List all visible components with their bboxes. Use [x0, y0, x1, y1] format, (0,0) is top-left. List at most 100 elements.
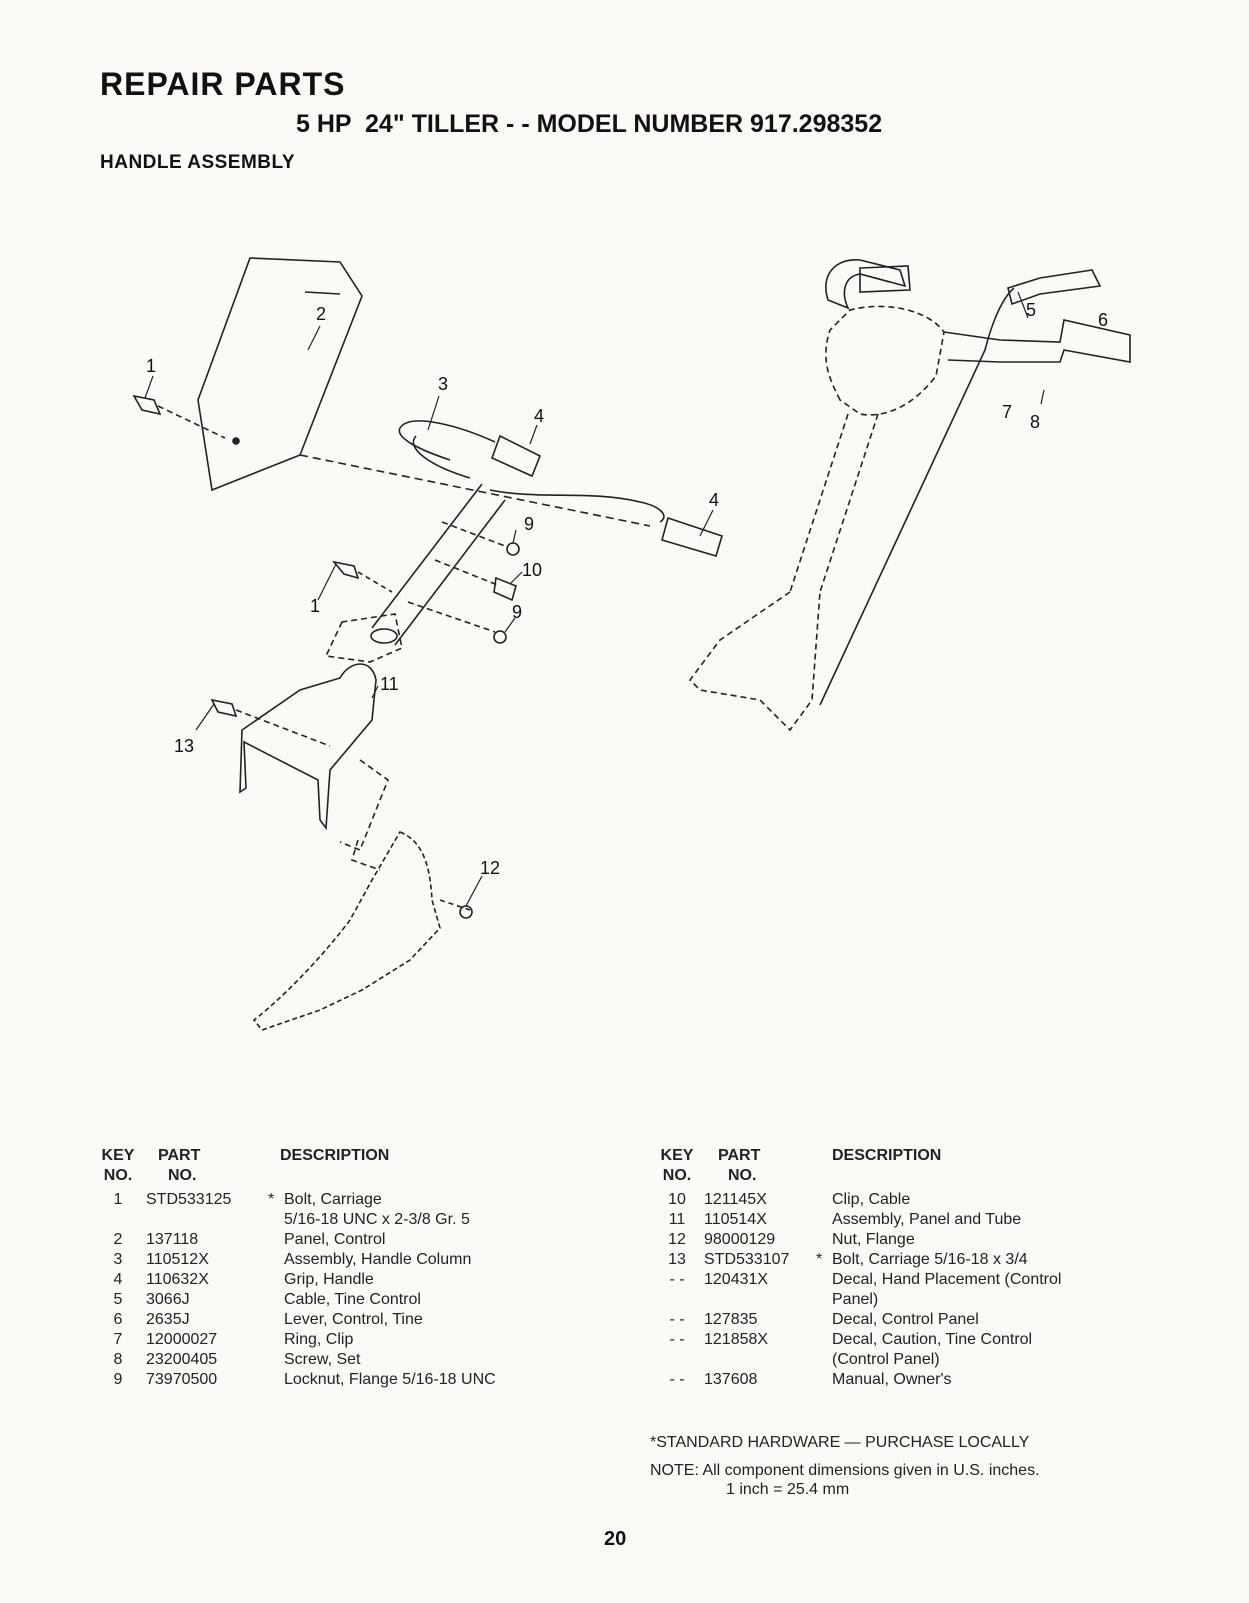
description-cell: Locknut, Flange 5/16-18 UNC — [284, 1371, 496, 1388]
table-row: 3 110512X Assembly, Handle Column — [100, 1250, 570, 1270]
table-row: (Control Panel) — [660, 1350, 1160, 1370]
table-row: - - 137608 Manual, Owner's — [660, 1370, 1160, 1390]
part-number-cell: 98000129 — [704, 1231, 776, 1248]
key-header-no: NO. — [103, 1167, 133, 1184]
table-row: 5/16-18 UNC x 2-3/8 Gr. 5 — [100, 1210, 570, 1230]
description-cell: Grip, Handle — [284, 1271, 374, 1288]
callout-4b: 4 — [709, 490, 719, 510]
dimension-note: NOTE: All component dimensions given in … — [650, 1462, 1040, 1480]
callout-12: 12 — [480, 858, 500, 878]
table-row: 6 2635J Lever, Control, Tine — [100, 1310, 570, 1330]
part-header: PART — [158, 1147, 201, 1164]
description-cell: Manual, Owner's — [832, 1371, 952, 1388]
callout-1: 1 — [146, 356, 156, 376]
page-number: 20 — [604, 1528, 627, 1550]
key-cell: - - — [669, 1271, 685, 1288]
table-row: 13 STD533107 * Bolt, Carriage 5/16-18 x 3/4 — [660, 1250, 1160, 1270]
description-cell: Assembly, Handle Column — [284, 1251, 472, 1268]
key-header-no: NO. — [662, 1167, 692, 1184]
description-cell: Ring, Clip — [284, 1331, 354, 1348]
key-cell: 8 — [113, 1351, 123, 1368]
part-number-cell: STD533107 — [704, 1251, 790, 1268]
parts-diagram-svg: 2 1 3 4 4 9 10 1 9 11 13 12 5 6 7 8 — [132, 257, 1131, 1031]
table-header-row: NO. NO. — [100, 1166, 570, 1186]
description-cell: Panel, Control — [284, 1231, 386, 1248]
key-cell: - - — [669, 1311, 685, 1328]
callout-11: 11 — [380, 674, 399, 694]
page-title: REPAIR PARTS — [100, 66, 346, 102]
key-cell: - - — [669, 1371, 685, 1388]
description-cell: Lever, Control, Tine — [284, 1311, 423, 1328]
description-cell: Decal, Hand Placement (Control — [832, 1271, 1062, 1288]
panel-and-tube-drawing — [239, 663, 377, 831]
key-header: KEY — [101, 1147, 135, 1164]
callout-2: 2 — [316, 304, 326, 324]
part-number-cell: 137608 — [704, 1371, 758, 1388]
table-header-row: NO. NO. — [660, 1166, 1160, 1186]
key-cell: 3 — [113, 1251, 123, 1268]
standard-hardware-note: *STANDARD HARDWARE — PURCHASE LOCALLY — [650, 1434, 1030, 1451]
note-label: NOTE: — [650, 1462, 699, 1479]
part-number-cell: STD533125 — [146, 1191, 232, 1208]
description-cell: Decal, Caution, Tine Control — [832, 1331, 1033, 1348]
part-number-cell: 110512X — [146, 1251, 209, 1268]
control-panel-drawing — [197, 257, 363, 492]
callout-4: 4 — [534, 406, 544, 426]
grip-lower-drawing — [661, 516, 723, 557]
model-subtitle: 5 HP 24" TILLER - - MODEL NUMBER 917.298… — [296, 110, 883, 138]
description-cell: Bolt, Carriage 5/16-18 x 3/4 — [832, 1251, 1028, 1268]
key-cell: 10 — [668, 1191, 686, 1208]
part-number-cell: 110514X — [704, 1211, 767, 1228]
description-header: DESCRIPTION — [280, 1147, 390, 1164]
part-number-cell: 23200405 — [146, 1351, 218, 1368]
key-cell: 6 — [113, 1311, 123, 1328]
description-cell: Assembly, Panel and Tube — [832, 1211, 1022, 1228]
callout-10: 10 — [522, 560, 542, 580]
callout-6: 6 — [1098, 310, 1108, 330]
table-header-row: KEY PART DESCRIPTION — [100, 1146, 570, 1166]
description-cell: Clip, Cable — [832, 1191, 911, 1208]
callout-3: 3 — [438, 374, 448, 394]
exploded-parts-diagram: 2 1 3 4 4 9 10 1 9 11 13 12 5 6 7 8 — [0, 200, 1249, 1120]
section-heading: HANDLE ASSEMBLY — [100, 152, 296, 173]
standard-hardware-mark: * — [268, 1191, 275, 1208]
part-header-no: NO. — [728, 1167, 757, 1184]
part-number-cell: 3066J — [146, 1291, 190, 1308]
parts-table-right: KEY PART DESCRIPTION NO. NO. 10 121145X Cl… — [660, 1146, 1160, 1390]
part-number-cell: 12000027 — [146, 1331, 218, 1348]
note-line-1: All component dimensions given in U.S. i… — [702, 1462, 1040, 1479]
note-line-2: 1 inch = 25.4 mm — [726, 1481, 850, 1498]
key-cell: 4 — [113, 1271, 123, 1288]
key-cell: 13 — [668, 1251, 686, 1268]
key-cell: 5 — [113, 1291, 123, 1308]
description-cell: Decal, Control Panel — [832, 1311, 979, 1328]
part-number-cell: 121145X — [704, 1191, 767, 1208]
callout-5: 5 — [1026, 300, 1036, 320]
description-cell: Nut, Flange — [832, 1231, 915, 1248]
callout-9b: 9 — [512, 602, 522, 622]
part-number-cell: 137118 — [146, 1231, 199, 1248]
key-cell: - - — [669, 1331, 685, 1348]
description-header: DESCRIPTION — [832, 1147, 942, 1164]
part-header: PART — [718, 1147, 761, 1164]
part-number-cell: 121858X — [704, 1331, 769, 1348]
table-header-row: KEY PART DESCRIPTION — [660, 1146, 1160, 1166]
part-number-cell: 2635J — [146, 1311, 190, 1328]
callout-9: 9 — [524, 514, 534, 534]
callout-1b: 1 — [310, 596, 320, 616]
callout-8: 8 — [1030, 412, 1040, 432]
part-number-cell: 73970500 — [146, 1371, 218, 1388]
carriage-bolt-drawing — [132, 394, 162, 416]
grip-upper-drawing — [490, 434, 542, 478]
standard-hardware-mark: * — [816, 1251, 823, 1268]
description-cell: 5/16-18 UNC x 2-3/8 Gr. 5 — [284, 1211, 470, 1228]
